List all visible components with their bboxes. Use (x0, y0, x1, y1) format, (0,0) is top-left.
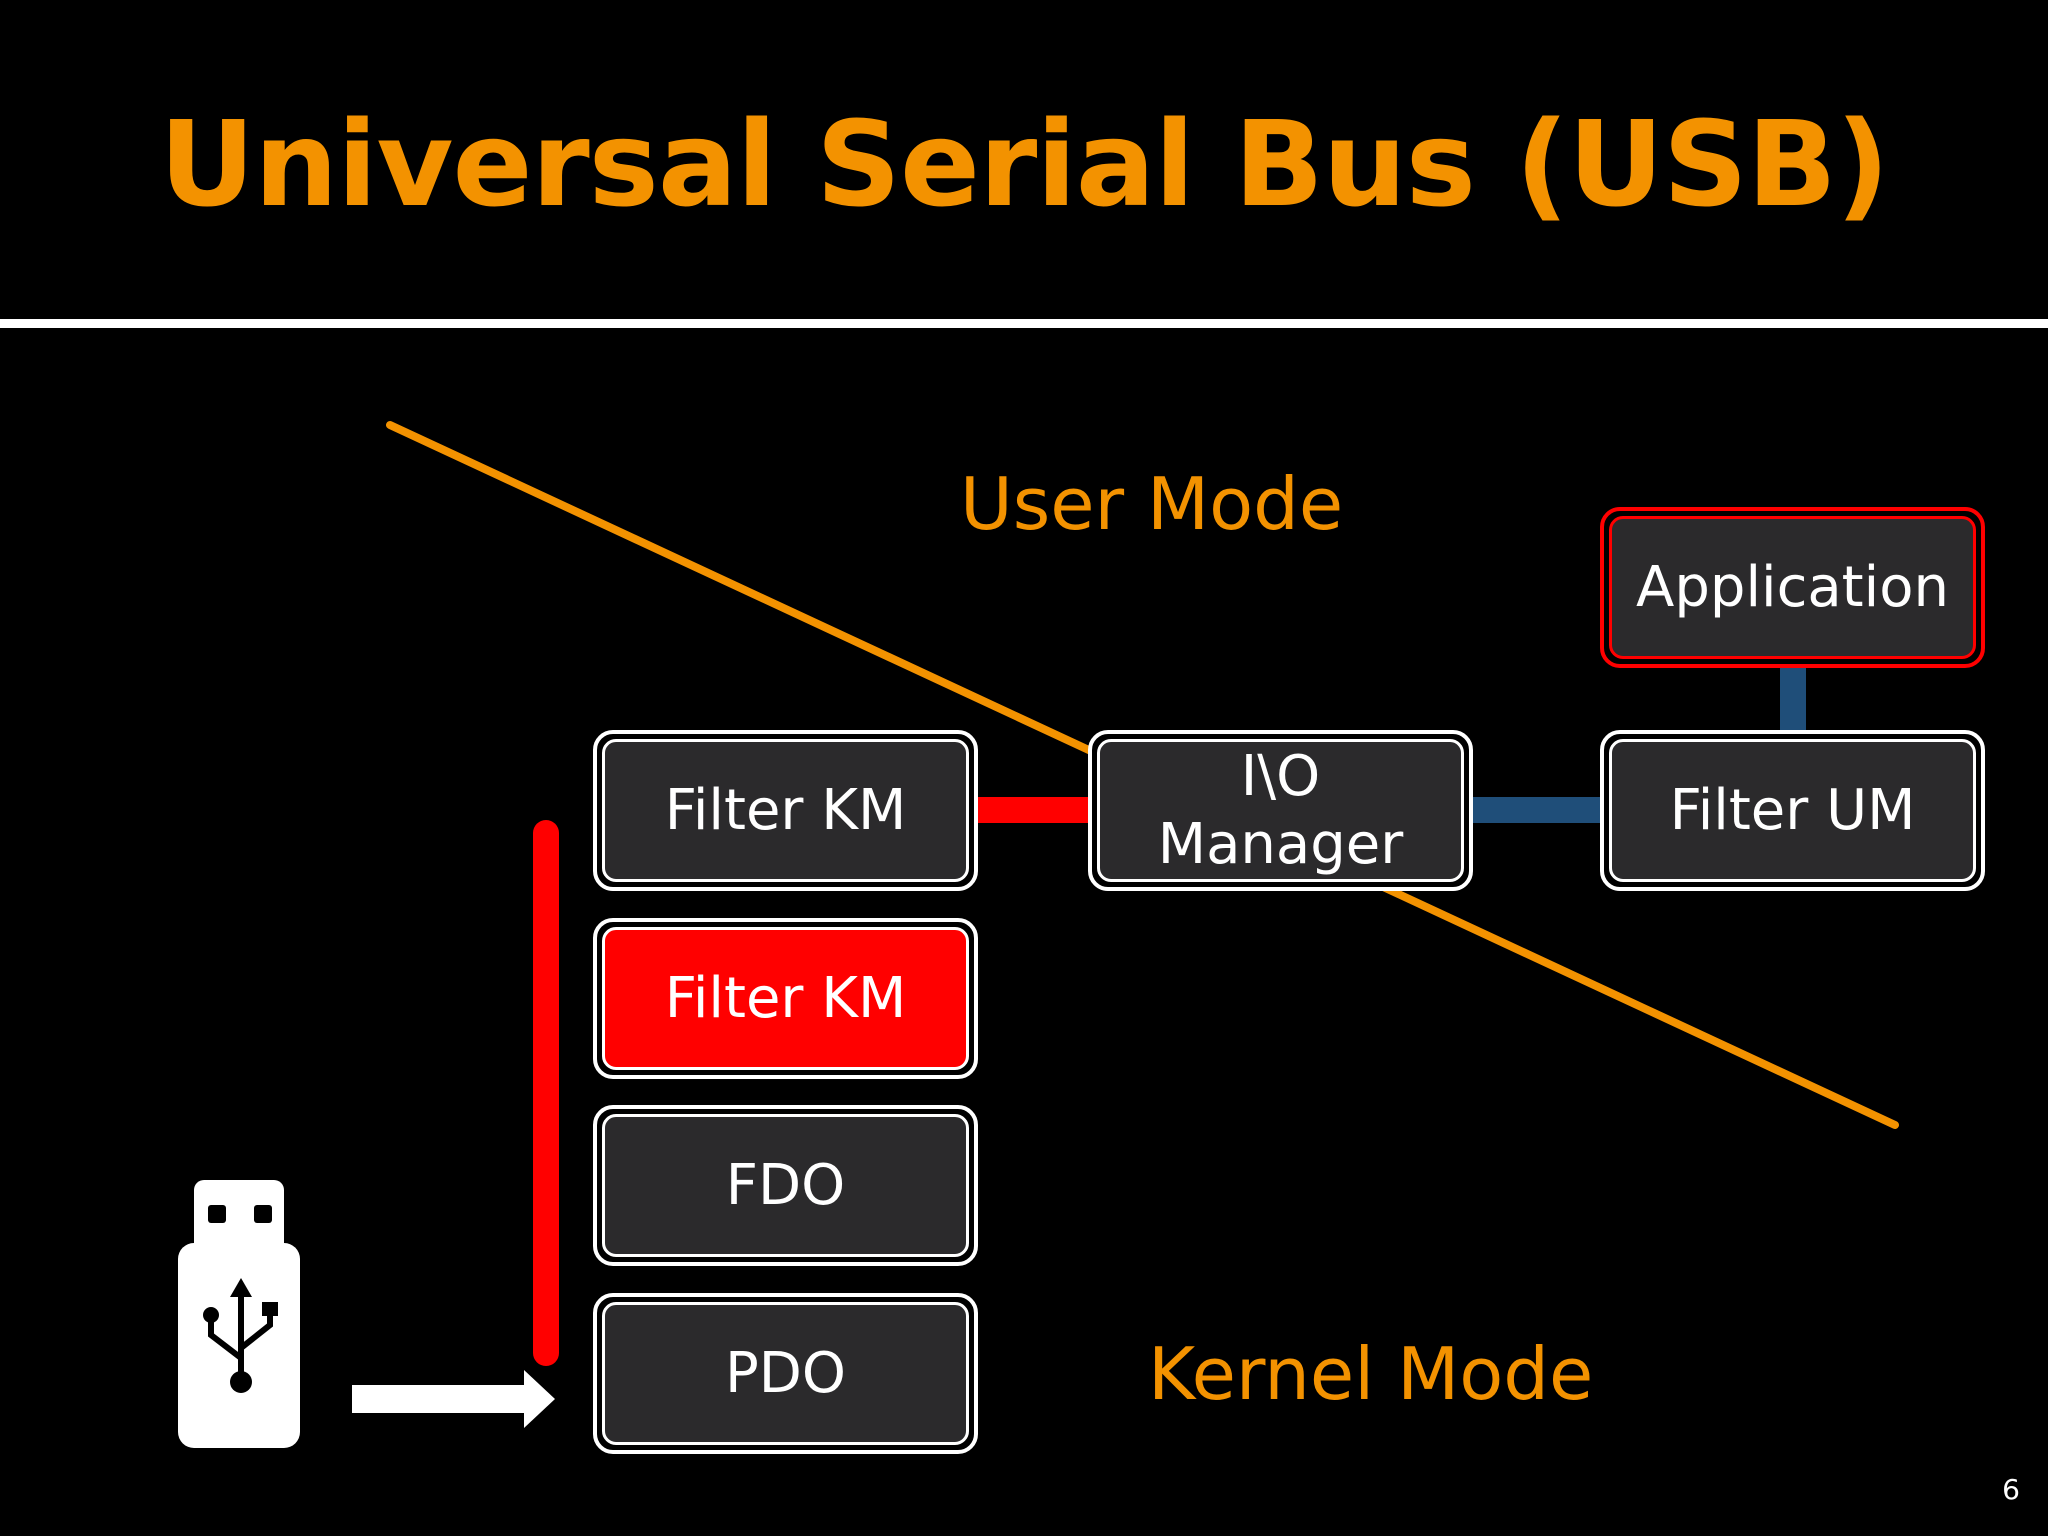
application-label: Application (1609, 516, 1976, 659)
page-number: 6 (2002, 1473, 2020, 1506)
kernel-mode-label: Kernel Mode (1148, 1332, 1594, 1416)
fdo-box: FDO (593, 1105, 978, 1266)
usb-flash-drive-icon (178, 1180, 300, 1448)
filter-km-highlight-box: Filter KM (593, 918, 978, 1079)
title-divider (0, 319, 2048, 328)
pdo-label: PDO (602, 1302, 969, 1445)
user-mode-label: User Mode (960, 462, 1344, 546)
io-manager-label: I\O Manager (1097, 739, 1464, 882)
filter-um-label: Filter UM (1609, 739, 1976, 882)
filter-km-top-box: Filter KM (593, 730, 978, 891)
pdo-box: PDO (593, 1293, 978, 1454)
filter-km-highlight-label: Filter KM (602, 927, 969, 1070)
io-manager-label-line2: Manager (1157, 811, 1404, 877)
filter-km-top-label: Filter KM (602, 739, 969, 882)
slide-title: Universal Serial Bus (USB) (159, 95, 1889, 233)
application-box: Application (1600, 507, 1985, 668)
right-arrow-icon (352, 1370, 555, 1428)
io-manager-label-line1: I\O (1240, 744, 1321, 810)
filter-um-box: Filter UM (1600, 730, 1985, 891)
fdo-label: FDO (602, 1114, 969, 1257)
io-manager-box: I\O Manager (1088, 730, 1473, 891)
